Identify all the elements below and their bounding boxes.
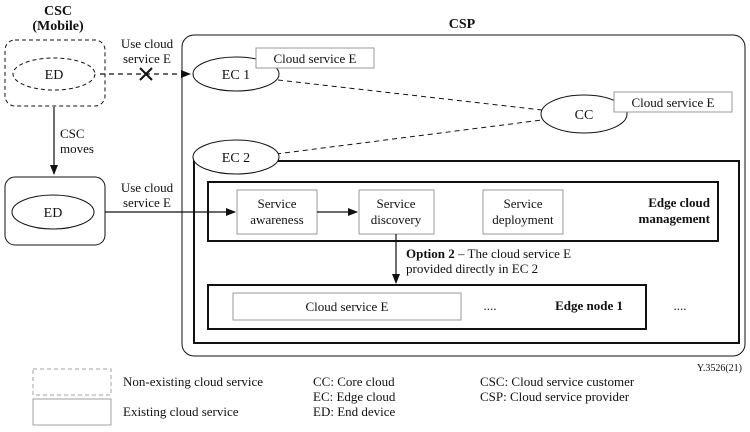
cc-label: CC — [575, 108, 594, 123]
option2-desc: – The cloud service E — [455, 246, 571, 261]
service-deployment-box — [482, 189, 564, 235]
use-cloud-bottom-2: service E — [123, 195, 171, 210]
service-discovery-label-2: discovery — [371, 212, 422, 227]
service-awareness-label-1: Service — [258, 196, 297, 211]
csc-moves-label-1: CSC — [60, 126, 85, 141]
abbr-cc: CC: Core cloud — [313, 374, 395, 389]
service-discovery-label-1: Service — [377, 196, 416, 211]
csc-subtitle: (Mobile) — [32, 19, 84, 34]
option2-text-line1: Option 2 – The cloud service E — [406, 246, 571, 261]
ed-bottom-box — [4, 176, 106, 246]
edge-cloud-management-title-1: Edge cloud — [648, 195, 711, 210]
edge-node-service-label: Cloud service E — [305, 299, 388, 314]
ec1-label: EC 1 — [222, 68, 250, 83]
service-deployment-label-2: deployment — [492, 212, 554, 227]
legend-existing-label: Existing cloud service — [123, 404, 239, 419]
legend-non-existing-label: Non-existing cloud service — [123, 374, 263, 389]
service-deployment-label-1: Service — [504, 196, 543, 211]
abbr-ec: EC: Edge cloud — [313, 389, 396, 404]
service-discovery-box — [358, 189, 435, 235]
link-ec1-cc — [277, 79, 543, 111]
edge-cloud-management-box — [207, 181, 719, 242]
ed-top-label: ED — [45, 68, 64, 83]
cc-service-box — [613, 91, 733, 113]
use-cloud-top-1: Use cloud — [121, 36, 174, 51]
ed-top-ellipse — [12, 57, 96, 91]
ec2-ellipse — [192, 139, 280, 175]
ec2-box — [193, 160, 740, 344]
blocked-x-icon — [139, 67, 153, 81]
edge-node-dots-1: .... — [484, 298, 497, 313]
csc-title: CSC — [44, 4, 72, 19]
link-ec2-cc — [275, 119, 543, 155]
legend-existing-swatch — [32, 398, 112, 426]
use-cloud-bottom-1: Use cloud — [121, 180, 174, 195]
csp-title: CSP — [449, 17, 476, 32]
csp-box — [181, 34, 746, 357]
edge-cloud-management-title-2: management — [639, 211, 711, 226]
option2-text-line2: provided directly in EC 2 — [406, 261, 538, 276]
csc-moves-label-2: moves — [60, 141, 94, 156]
cc-ellipse — [540, 94, 628, 134]
edge-node-title: Edge node 1 — [555, 298, 623, 313]
abbr-ed: ED: End device — [313, 404, 396, 419]
use-cloud-top-2: service E — [123, 51, 171, 66]
option2-bold: Option 2 — [406, 246, 455, 261]
legend-non-existing-swatch — [32, 368, 112, 396]
abbr-csp: CSP: Cloud service provider — [480, 389, 630, 404]
edge-node-box — [207, 284, 647, 330]
edge-node-dots-2: .... — [674, 298, 687, 313]
cc-service-label: Cloud service E — [631, 95, 714, 110]
edge-node-service-box — [232, 292, 462, 321]
csc-mobile-box — [4, 39, 106, 107]
service-awareness-label-2: awareness — [250, 212, 303, 227]
figure-id: Y.3526(21) — [697, 363, 742, 374]
ec1-service-label: Cloud service E — [273, 51, 356, 66]
ec1-service-box — [255, 47, 375, 69]
ed-bottom-label: ED — [44, 206, 63, 221]
ed-bottom-ellipse — [11, 194, 95, 230]
abbr-csc: CSC: Cloud service customer — [480, 374, 635, 389]
service-awareness-box — [236, 189, 318, 235]
ec2-label: EC 2 — [222, 151, 250, 166]
